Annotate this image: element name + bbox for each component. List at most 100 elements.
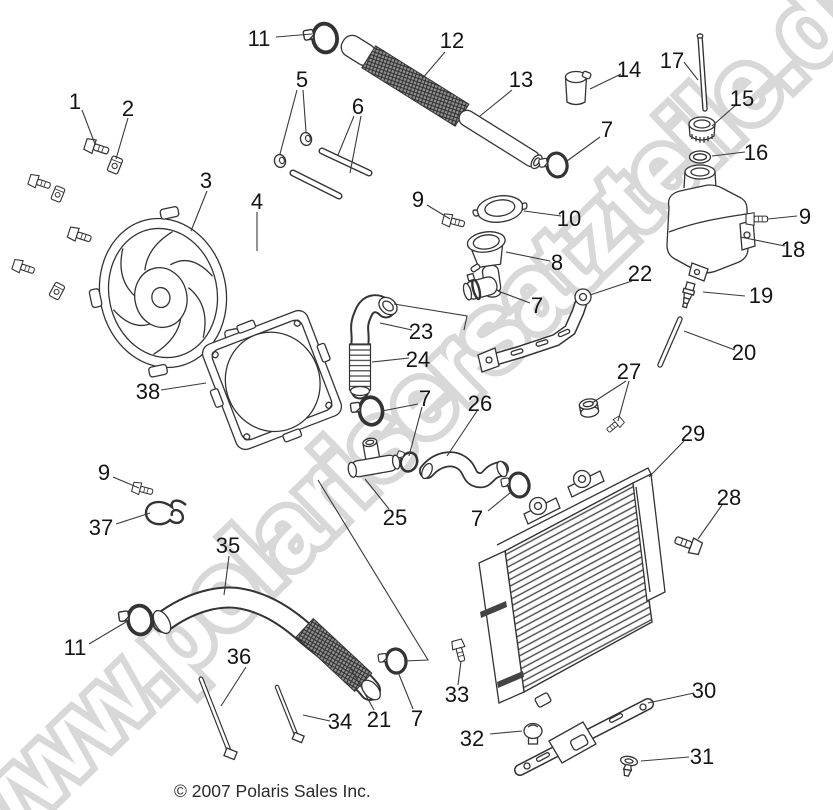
callout-28: 28: [717, 485, 741, 510]
leader-line-7: [408, 406, 423, 457]
callout-20: 20: [732, 340, 756, 365]
vent-hose-assembly: [340, 34, 543, 170]
reservoir-cap: [688, 116, 716, 143]
callout-31: 31: [690, 744, 714, 769]
bolt-9c: [745, 212, 769, 226]
coolant-reservoir: [666, 164, 756, 282]
rubber-cap: [564, 70, 592, 106]
callout-4: 4: [251, 189, 263, 214]
spacer-tubes: [289, 147, 373, 200]
leader-line-27: [617, 380, 630, 422]
leader-line-21: [349, 666, 375, 711]
leader-line-13: [479, 89, 513, 117]
callout-5: 5: [296, 67, 308, 92]
callout-30: 30: [692, 678, 716, 703]
leader-line-7: [566, 136, 601, 162]
leader-line-9: [112, 476, 140, 489]
leader-line-5: [302, 89, 307, 133]
callout-35: 35: [216, 533, 240, 558]
callout-26: 26: [468, 391, 492, 416]
leader-line-18: [739, 236, 786, 247]
leader-line-20: [683, 330, 736, 351]
callout-33: 33: [445, 682, 469, 707]
callout-3: 3: [200, 168, 212, 193]
leader-line-7: [397, 671, 414, 710]
leader-line-11: [275, 33, 313, 38]
leader-line-19: [702, 291, 746, 297]
callout-7: 7: [419, 386, 431, 411]
callout-14: 14: [617, 57, 641, 82]
leader-line-34: [302, 714, 331, 722]
t-fitting-25: [347, 437, 401, 478]
bushing-5b: [298, 130, 314, 148]
callout-10: 10: [557, 206, 581, 231]
leader-line-31: [640, 756, 690, 762]
copyright-text: © 2007 Polaris Sales Inc.: [174, 781, 371, 801]
callout-29: 29: [681, 421, 705, 446]
callout-2: 2: [122, 96, 134, 121]
flange-nut-27: [578, 398, 600, 418]
callout-21: 21: [367, 707, 391, 732]
drain-fitting: [681, 281, 696, 309]
leader-line-28: [697, 504, 723, 540]
leader-line-32: [489, 730, 523, 735]
callout-9: 9: [412, 187, 424, 212]
callout-13: 13: [509, 67, 533, 92]
callout-12: 12: [440, 28, 464, 53]
callout-34: 34: [328, 709, 352, 734]
callout-8: 8: [551, 250, 563, 275]
callout-6: 6: [352, 94, 364, 119]
bolt-9b: [130, 480, 155, 499]
callout-7: 7: [531, 293, 543, 318]
leader-line-36: [220, 666, 247, 707]
callout-16: 16: [744, 140, 768, 165]
callout-7: 7: [601, 117, 613, 142]
leader-line-33: [457, 660, 462, 686]
push-rivet-31: [619, 755, 639, 777]
hose-clamp-7a: [536, 149, 571, 182]
leader-line-24: [371, 357, 410, 363]
leader-line-10: [523, 210, 562, 217]
leader-line-22: [589, 280, 633, 296]
leader-line-8: [505, 251, 551, 262]
fan-fastener-bolts: [10, 136, 112, 278]
cooling-fan: [88, 206, 241, 378]
leader-line-7: [381, 403, 419, 412]
leader-line-misc: [393, 303, 468, 331]
leader-line-5: [279, 89, 298, 155]
leader-line-25: [364, 478, 390, 510]
upper-hose-23-24: [348, 294, 398, 400]
bushing-5a: [272, 152, 288, 170]
leader-line-6: [349, 115, 362, 174]
callout-7: 7: [471, 506, 483, 531]
spring-clip-37: [144, 499, 187, 526]
vent-tube: [696, 33, 708, 112]
callout-24: 24: [406, 347, 430, 372]
callout-19: 19: [749, 283, 773, 308]
fan-shroud: [201, 309, 343, 451]
leader-line-3: [190, 190, 208, 232]
callout-9: 9: [98, 460, 110, 485]
leader-line-29: [648, 440, 685, 478]
leader-line-misc: [317, 479, 429, 662]
hose-clamp-11a: [300, 19, 342, 58]
leader-line-7: [497, 290, 531, 304]
leader-line-17: [683, 61, 699, 81]
long-screw-36: [198, 676, 238, 761]
leader-line-11: [88, 621, 127, 645]
callout-38: 38: [136, 379, 160, 404]
leader-line-38: [160, 382, 207, 391]
stub-hose-7b: [462, 272, 498, 301]
hose-clamp-7e: [375, 646, 410, 677]
leader-line-2: [115, 117, 129, 160]
leader-line-35: [223, 555, 230, 596]
leader-line-9: [426, 204, 451, 220]
callout-36: 36: [227, 644, 251, 669]
overflow-tube: [657, 316, 683, 368]
callout-15: 15: [730, 86, 754, 111]
callout-27: 27: [617, 359, 641, 384]
callout-11: 11: [64, 635, 87, 660]
leader-line-15: [711, 104, 737, 127]
